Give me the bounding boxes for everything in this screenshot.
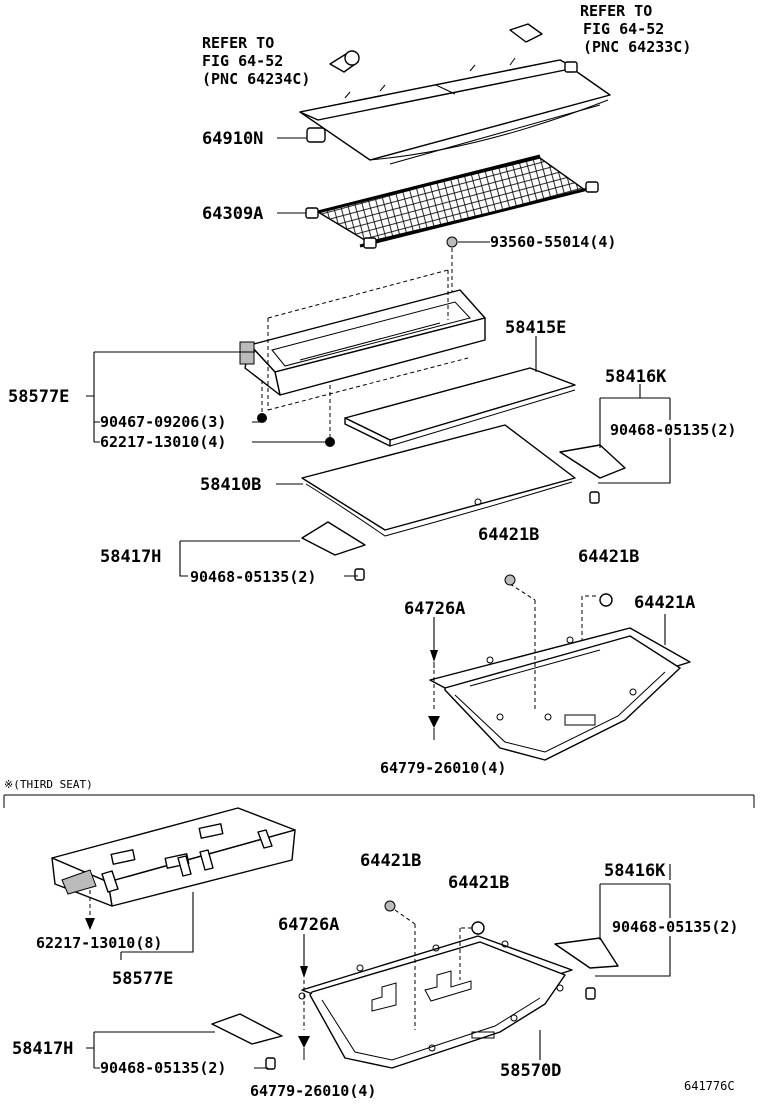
- label-64910n: 64910N: [202, 129, 263, 149]
- deck-board-58410b: [301, 424, 576, 537]
- cargo-net: [305, 154, 599, 249]
- label-90467: 90467-09206(3): [100, 413, 226, 431]
- label-64309a: 64309A: [202, 204, 263, 224]
- tray-58570d: [298, 900, 573, 1069]
- label-58577e-lower: 58577E: [112, 969, 173, 989]
- label-90468-upper-right: 90468-05135(2): [610, 421, 736, 439]
- side-cover-58416k-lower: [554, 937, 619, 1000]
- label-64779-lower: 64779-26010(4): [250, 1082, 376, 1100]
- tray-64421a: [429, 574, 691, 761]
- figure-id: 641776C: [684, 1079, 735, 1093]
- label-90468-upper-left: 90468-05135(2): [190, 568, 316, 586]
- fasteners-upper: [428, 650, 440, 740]
- leader-lines: [86, 137, 671, 1069]
- callout-labels: REFER TO FIG 64-52 (PNC 64233C) REFER TO…: [4, 2, 738, 1100]
- deck-box-lower: [51, 807, 296, 930]
- label-58417h-upper: 58417H: [100, 547, 161, 567]
- fasteners-lower: [298, 966, 310, 1060]
- label-64421b-4: 64421B: [448, 873, 509, 893]
- label-64726a-upper: 64726A: [404, 599, 465, 619]
- label-58577e-upper: 58577E: [8, 387, 69, 407]
- ref-top-left-line2: FIG 64-52: [202, 52, 283, 70]
- label-64421b-1: 64421B: [478, 525, 539, 545]
- label-64421a: 64421A: [634, 593, 695, 613]
- ref-top-left-line3: (PNC 64234C): [202, 70, 310, 88]
- third-seat-bracket: [3, 794, 755, 808]
- label-64421b-2: 64421B: [578, 547, 639, 567]
- tonneau-cover: [299, 23, 611, 165]
- label-58415e: 58415E: [505, 318, 566, 338]
- side-cover-58416k-upper: [559, 444, 626, 504]
- ref-top-right-line1: REFER TO: [580, 2, 652, 20]
- side-cover-58417h-lower: [211, 1013, 283, 1070]
- side-cover-58417h-upper: [301, 521, 366, 581]
- label-90468-lower-left: 90468-05135(2): [100, 1059, 226, 1077]
- ref-top-right-line3: (PNC 64233C): [583, 38, 691, 56]
- ref-top-left-line1: REFER TO: [202, 34, 274, 52]
- label-62217-upper: 62217-13010(4): [100, 433, 226, 451]
- board-58415e: [344, 367, 576, 447]
- label-58416k-lower: 58416K: [604, 861, 666, 881]
- label-64421b-3: 64421B: [360, 851, 421, 871]
- label-58410b: 58410B: [200, 475, 261, 495]
- label-58417h-lower: 58417H: [12, 1039, 73, 1059]
- bolt-93560: [446, 236, 458, 300]
- label-90468-lower-right: 90468-05135(2): [612, 918, 738, 936]
- label-58570d: 58570D: [500, 1061, 561, 1081]
- label-64779-upper: 64779-26010(4): [380, 759, 506, 777]
- label-62217-lower: 62217-13010(8): [36, 934, 162, 952]
- label-93560: 93560-55014(4): [490, 233, 616, 251]
- label-58416k-upper: 58416K: [605, 367, 667, 387]
- label-64726a-lower: 64726A: [278, 915, 339, 935]
- ref-top-right-line2: FIG 64-52: [583, 20, 664, 38]
- section-label-third-seat: ※(THIRD SEAT): [4, 778, 93, 791]
